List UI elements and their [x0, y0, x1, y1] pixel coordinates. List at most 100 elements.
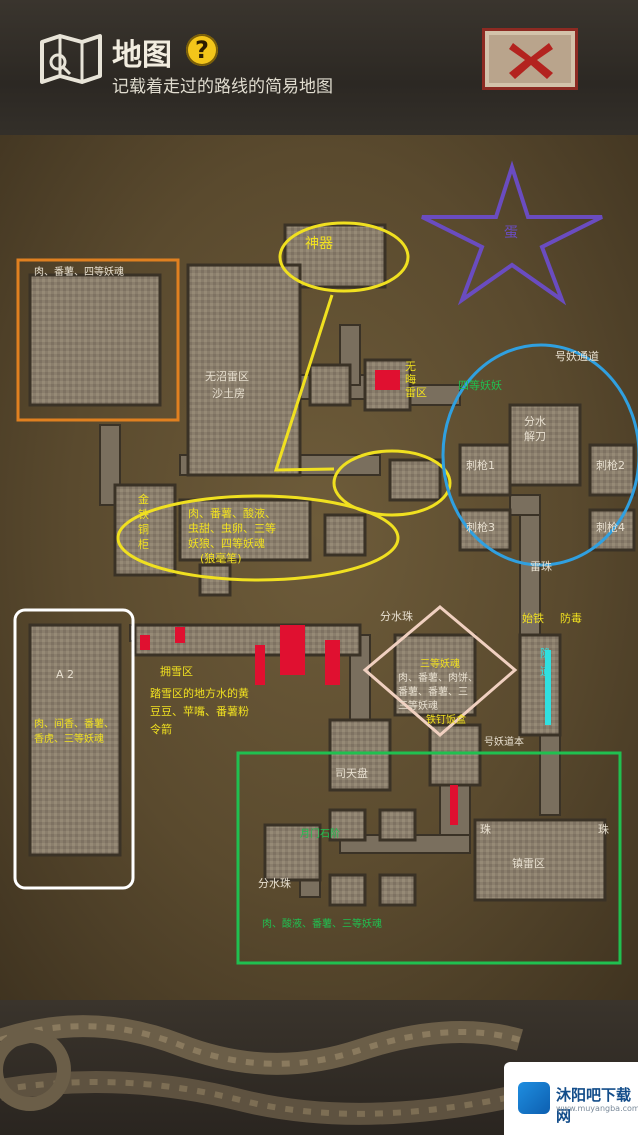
- label-diamond4: 三等妖魂: [398, 699, 438, 712]
- map-icon: [40, 34, 102, 84]
- room-east-tall: [518, 633, 562, 737]
- room-chest: [178, 498, 312, 562]
- label-zhu-left: 珠: [480, 822, 491, 836]
- label-chest4: (狼毫笔): [200, 551, 242, 565]
- white-box: [13, 608, 135, 890]
- label-jin2: 铁: [138, 508, 149, 521]
- danger-zones: [140, 370, 458, 825]
- label-shibian2: 防毒: [560, 611, 582, 625]
- room-east-mid: [388, 458, 442, 502]
- room-white: [28, 623, 122, 857]
- help-icon[interactable]: ?: [186, 34, 218, 66]
- label-green-items: 肉、酸液、番薯、三等妖魂: [262, 917, 382, 930]
- green-box: [236, 751, 622, 965]
- cyan-path: [545, 650, 551, 725]
- label-hidden: 隐: [540, 647, 551, 660]
- room-leiting: [473, 818, 607, 902]
- label-yongxue-desc3: 令箭: [150, 722, 172, 736]
- label-wuhui: 无: [405, 360, 416, 373]
- room-cisha3: [458, 508, 512, 552]
- brand-logo-icon: [518, 1082, 550, 1114]
- label-wuhui2: 晦: [405, 373, 416, 386]
- dungeon-map: 神器 无沼雷区 沙土房 无 晦 雷区 四等妖妖 号妖通道 分水 解刀 刺枪1 刺…: [13, 160, 638, 965]
- blue-ellipse: [441, 343, 638, 567]
- label-chest3: 妖狼、四等妖魂: [188, 536, 265, 550]
- label-diamond1: 三等妖魂: [420, 657, 460, 670]
- label-leizhu: 雷珠: [530, 559, 552, 573]
- corridors: [59, 324, 561, 898]
- label-fenshui2: 解刀: [524, 429, 546, 443]
- room-wuhui: [363, 358, 412, 412]
- label-jin4: 柜: [138, 538, 149, 551]
- label-jin3: 铜: [138, 522, 149, 536]
- label-fenshuizhu-top: 分水珠: [380, 609, 413, 623]
- label-wuhui3: 雷区: [405, 386, 427, 399]
- room-green-a: [328, 808, 367, 842]
- label-chest2: 虫甜、虫卵、三等: [188, 521, 276, 535]
- watermark-brand: 沐阳吧下载网: [556, 1086, 632, 1125]
- room-jinfei: [113, 483, 177, 577]
- yellow-ellipse-chest: [116, 494, 400, 582]
- label-diamond2: 肉、番薯、肉饼、: [398, 671, 478, 684]
- room-shenqi: [283, 223, 387, 289]
- rope-decoration: [0, 1015, 524, 1125]
- room-sitian: [328, 718, 392, 792]
- label-yongxue: 拥雪区: [160, 664, 193, 678]
- label-white1: 肉、间香、番薯、: [34, 717, 114, 730]
- label-yaotong: 号妖通道: [555, 349, 599, 363]
- label-shenqi: 神器: [305, 236, 333, 252]
- pink-diamond: [362, 605, 518, 737]
- label-yongxue-desc: 踏雪区的地方水的黄: [150, 686, 249, 700]
- purple-star: [421, 160, 603, 306]
- room-center-small: [308, 363, 352, 407]
- room-corridor-east: [133, 623, 362, 657]
- watermark-domain: www.muyangba.com: [556, 1104, 638, 1113]
- label-wuzhao: 无沼雷区: [205, 369, 249, 383]
- label-jin1: 金: [138, 492, 149, 506]
- label-chest1: 肉、番薯、酸液、: [188, 506, 276, 520]
- label-zhu-right: 珠: [598, 822, 609, 836]
- page-subtitle: 记载着走过的路线的简易地图: [112, 77, 333, 97]
- label-siji: 四等妖妖: [458, 378, 502, 392]
- label-fenshuizhu-left: 分水珠: [258, 876, 291, 890]
- room-sandhouse: [186, 263, 302, 477]
- room-south-right: [323, 513, 367, 557]
- label-diamond5: 铁钉饭盒: [426, 713, 466, 726]
- label-orange: 肉、番薯、四等妖魂: [34, 265, 124, 278]
- label-cisha1: 刺枪1: [466, 458, 495, 472]
- label-yaoguai: 号妖道本: [484, 735, 524, 748]
- watermark: 沐阳吧下载网 www.muyangba.com: [504, 1062, 638, 1135]
- label-left-ab: A 2: [56, 668, 74, 681]
- label-hidden2: 道: [540, 664, 551, 678]
- room-diamond: [393, 633, 477, 717]
- label-fenshui: 分水: [524, 415, 546, 428]
- label-cisha2: 刺枪2: [596, 458, 625, 472]
- room-cisha1: [458, 443, 512, 497]
- label-white2: 香虎、三等妖魂: [34, 732, 104, 745]
- label-cisha3: 刺枪3: [466, 520, 495, 534]
- page-title: 地图: [112, 38, 172, 73]
- close-button[interactable]: [482, 28, 578, 90]
- yellow-ellipse-shenqi: [278, 221, 410, 293]
- room-green-b: [378, 808, 417, 842]
- label-star: 蛋: [504, 225, 518, 241]
- orange-box: [16, 258, 180, 422]
- yellow-arrow: [273, 294, 335, 472]
- close-icon: [509, 43, 553, 79]
- label-shibian: 始铁: [522, 611, 544, 625]
- room-cisha2: [588, 443, 636, 497]
- yellow-ellipse-east: [332, 449, 452, 517]
- room-left-top: [28, 273, 162, 407]
- label-yongxue-desc2: 豆豆、苹嘴、番薯粉: [150, 704, 249, 718]
- map-board: 神器 无沼雷区 沙土房 无 晦 雷区 四等妖妖 号妖通道 分水 解刀 刺枪1 刺…: [0, 135, 638, 1005]
- room-green-d: [378, 873, 417, 907]
- label-cisha4: 刺枪4: [596, 520, 625, 534]
- label-diamond3: 番薯、番薯、三: [398, 685, 468, 698]
- label-sitian: 司天盘: [335, 766, 368, 780]
- label-sandhouse: 沙土房: [212, 387, 245, 400]
- room-green-left: [263, 823, 322, 882]
- map-header: 地图 ? 记载着走过的路线的简易地图: [0, 0, 638, 140]
- label-leiting: 镇雷区: [512, 856, 545, 870]
- room-green-c: [328, 873, 367, 907]
- label-yuemen: 月门石阶: [300, 827, 340, 840]
